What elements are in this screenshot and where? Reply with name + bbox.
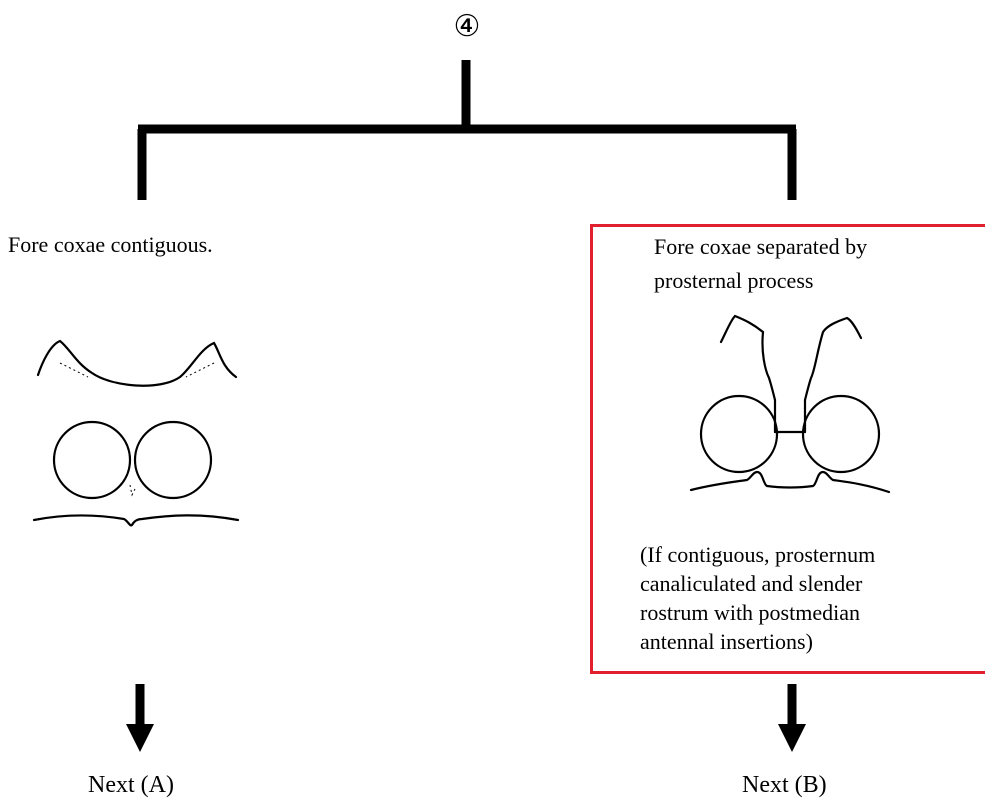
left-arrow-head xyxy=(126,724,154,752)
right-title-line-2: prosternal process xyxy=(654,268,814,293)
right-coxa xyxy=(133,420,213,500)
center-notch xyxy=(129,484,137,497)
right-title-line-1: Fore coxae separated by xyxy=(654,234,868,259)
mesosternum-outline xyxy=(32,514,240,527)
highlighted-option-frame xyxy=(590,224,985,674)
left-option-title: Fore coxae contiguous. xyxy=(8,232,213,257)
note-line-4: antennal insertions) xyxy=(640,629,813,654)
right-coxa xyxy=(801,394,881,474)
step-marker: ④ xyxy=(453,10,481,43)
next-b-label: Next (B) xyxy=(742,772,827,798)
left-coxa xyxy=(52,420,132,500)
left-dotted-suture xyxy=(59,362,89,378)
note-line-3: rostrum with postmedian xyxy=(640,600,860,625)
right-option-title: Fore coxae separated by prosternal proce… xyxy=(654,230,867,298)
right-arrow-head xyxy=(778,724,806,752)
prothorax-outline xyxy=(36,339,238,387)
next-a-label: Next (A) xyxy=(88,772,174,798)
note-line-1: (If contiguous, prosternum xyxy=(640,542,876,567)
process-right-wall xyxy=(803,316,863,402)
left-coxa xyxy=(699,394,779,474)
right-option-note: (If contiguous, prosternum canaliculated… xyxy=(640,540,875,656)
contiguous-coxae-illustration xyxy=(32,339,240,527)
mesosternum-outline xyxy=(689,470,891,494)
process-left-wall xyxy=(719,314,777,402)
separated-coxae-illustration xyxy=(689,314,891,494)
right-dotted-suture xyxy=(185,362,215,378)
note-line-2: canaliculated and slender xyxy=(640,571,863,596)
